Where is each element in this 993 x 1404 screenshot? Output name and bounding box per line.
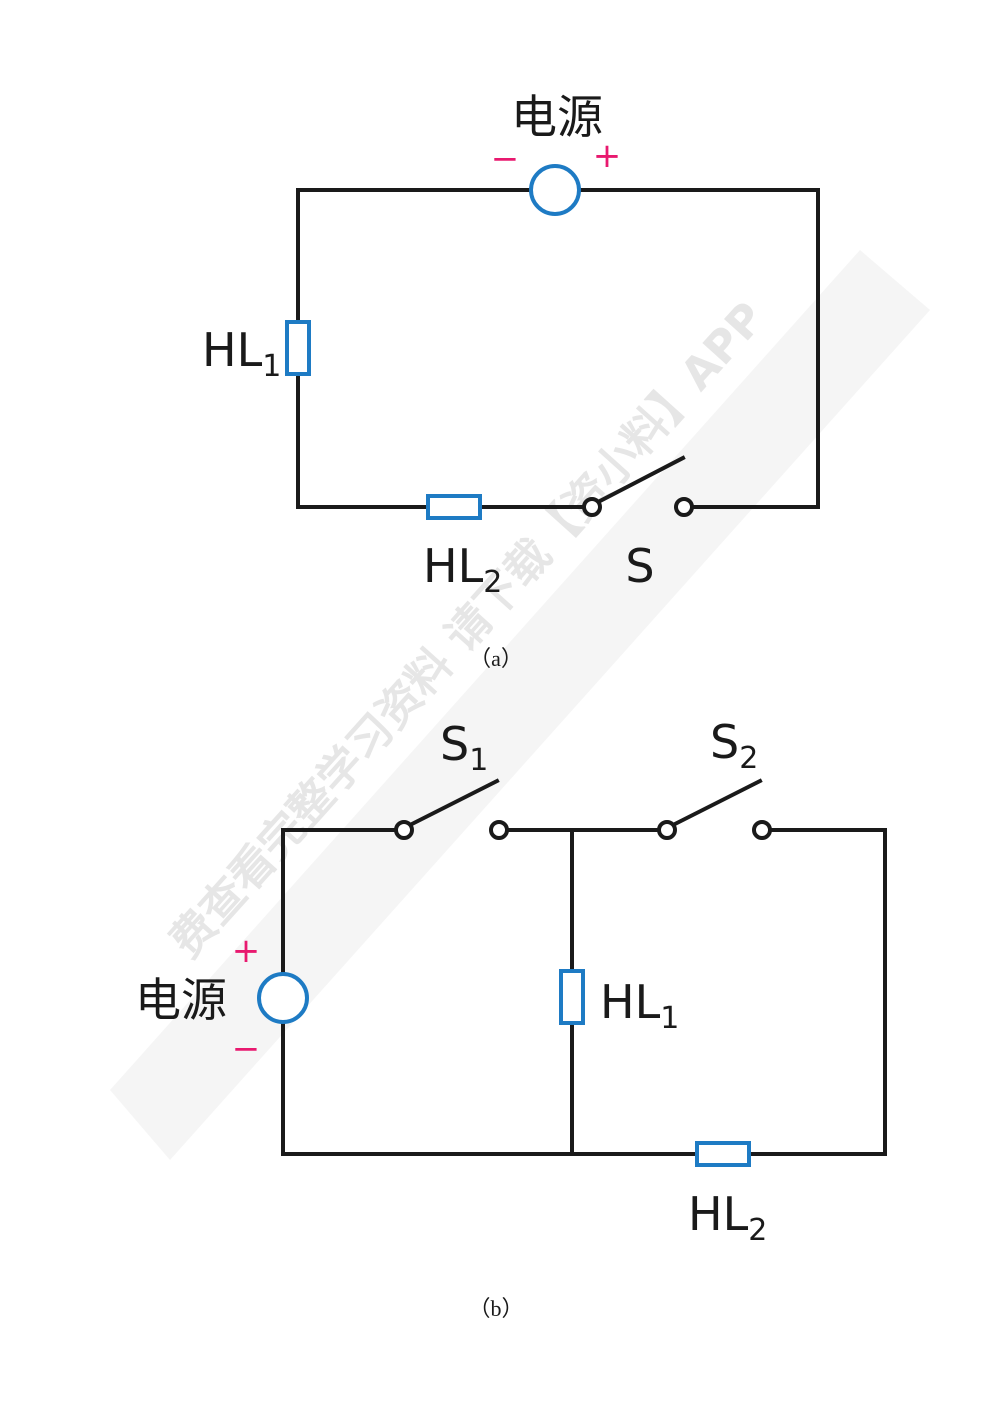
power-source-a-plus: + xyxy=(593,136,622,176)
lamp-hl1-a-label: HL1 xyxy=(202,323,281,384)
switch-s-a-terminal-left xyxy=(582,497,602,517)
switch-s2-b-blade xyxy=(670,778,763,828)
switch-s1-b-blade xyxy=(407,778,500,828)
lamp-hl2-b-symbol xyxy=(695,1141,751,1167)
lamp-hl2-a-symbol xyxy=(426,494,482,520)
caption-a: （a） xyxy=(469,646,523,671)
switch-s1-b-terminal-left xyxy=(394,820,414,840)
switch-s1-b-terminal-right xyxy=(489,820,509,840)
power-source-a-minus: − xyxy=(491,139,520,179)
power-source-a-symbol xyxy=(529,164,581,216)
watermark: 费查看完整学习资料 请下载【资小料】APP xyxy=(110,250,930,1160)
lamp-hl1-b-label: HL1 xyxy=(600,975,679,1036)
switch-s2-b-terminal-right xyxy=(752,820,772,840)
power-source-b-label: 电源 xyxy=(135,973,227,1027)
power-source-b-plus: + xyxy=(232,931,261,971)
power-source-a-label: 电源 xyxy=(511,90,603,144)
power-source-b-symbol xyxy=(257,972,309,1024)
diagram-a: 电源 − + HL1 HL2 S （a） xyxy=(202,90,820,671)
watermark-band xyxy=(110,250,930,1160)
lamp-hl2-b-label: HL2 xyxy=(688,1187,767,1248)
wire-b-left-upper xyxy=(281,828,398,976)
lamp-hl2-a-label: HL2 xyxy=(423,539,502,600)
switch-s-a-label: S xyxy=(625,539,654,593)
wire-b-top-right xyxy=(768,828,887,1156)
wire-b-bottom-left xyxy=(281,1020,699,1156)
caption-b: （b） xyxy=(468,1296,523,1321)
watermark-text: 费查看完整学习资料 请下载【资小料】APP xyxy=(160,293,775,968)
lamp-hl1-b-symbol xyxy=(559,969,585,1025)
switch-s2-b-terminal-left xyxy=(657,820,677,840)
switch-s2-b-label: S2 xyxy=(710,715,758,776)
power-source-b-minus: − xyxy=(232,1029,261,1069)
switch-s1-b-label: S1 xyxy=(440,717,488,778)
switch-s-a-terminal-right xyxy=(674,497,694,517)
lamp-hl1-a-symbol xyxy=(285,320,311,376)
switch-s-a-blade xyxy=(595,455,686,505)
diagram-b: 电源 + − S1 S2 HL1 HL2 （b） xyxy=(135,715,887,1321)
wire-a-top-left xyxy=(296,188,532,324)
